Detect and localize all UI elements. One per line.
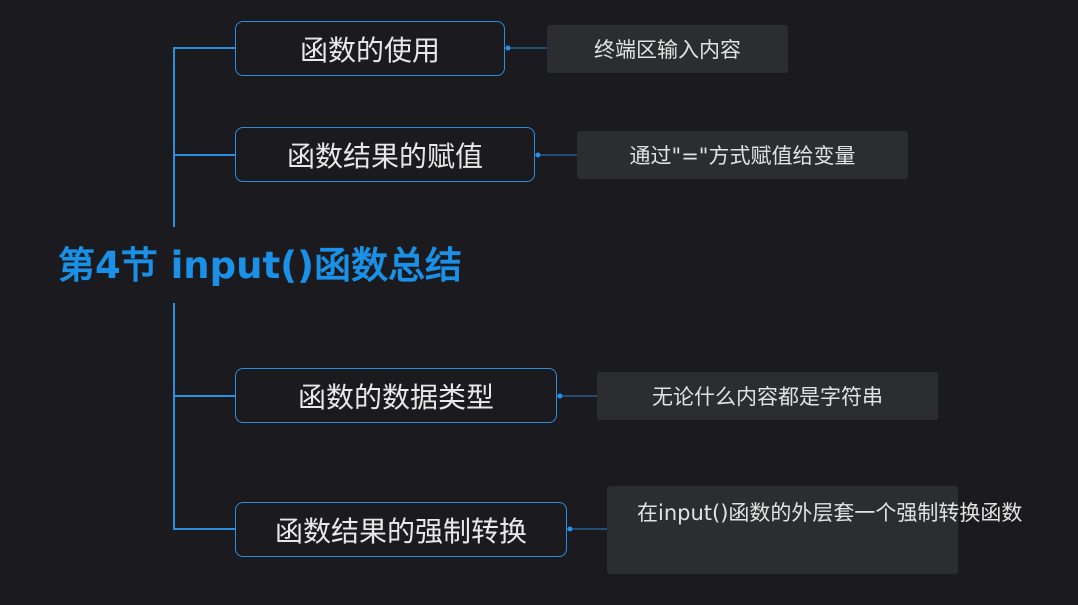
topic-function-usage[interactable]: 函数的使用 xyxy=(235,21,505,76)
root-topic[interactable]: 第4节 input()函数总结 xyxy=(58,244,462,287)
note-data-type[interactable]: 无论什么内容都是字符串 xyxy=(597,372,938,420)
note-result-assignment[interactable]: 通过"="方式赋值给变量 xyxy=(577,131,908,179)
note-connector-dot-3 xyxy=(557,393,563,399)
note-connector-dot-1 xyxy=(505,45,511,51)
note-connector-dot-4 xyxy=(567,526,573,532)
note-connector-dot-2 xyxy=(535,152,541,158)
note-forced-conversion[interactable]: 在input()函数的外层套一个 强制转换函数 xyxy=(607,486,1022,574)
topic-data-type[interactable]: 函数的数据类型 xyxy=(235,368,557,423)
note-function-usage[interactable]: 终端区输入内容 xyxy=(547,25,788,73)
note-forced-conversion-line-2: 强制转换函数 xyxy=(896,501,1023,525)
topic-result-assignment[interactable]: 函数结果的赋值 xyxy=(235,127,535,182)
note-forced-conversion-line-1: 在input()函数的外层套一个 xyxy=(637,501,897,525)
topic-forced-conversion[interactable]: 函数结果的强制转换 xyxy=(235,502,567,557)
